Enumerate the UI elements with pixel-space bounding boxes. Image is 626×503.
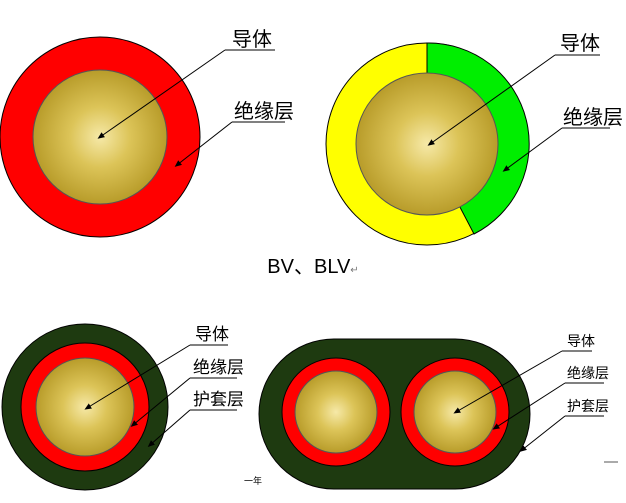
label-sheath: 护套层: [567, 399, 609, 415]
label-conductor: 导体: [560, 31, 600, 55]
pointer-insulation: [130, 377, 191, 427]
cable-bv-yellow-green: 导体 绝缘层: [325, 31, 623, 246]
label-insulation: 绝缘层: [563, 105, 623, 129]
pointer-sheath: [147, 409, 191, 447]
stray-text: 一年: [244, 475, 262, 487]
label-insulation: 绝缘层: [234, 99, 294, 123]
conductor-core: [35, 357, 135, 457]
pointer-conductor: [427, 54, 556, 146]
cable-sheathed-single: 导体 绝缘层 护套层: [1, 323, 244, 491]
conductor-core-right: [413, 370, 497, 454]
conductor-core: [355, 72, 499, 216]
pointer-insulation: [502, 127, 563, 172]
pointer-conductor: [97, 49, 226, 139]
pointer-sheath: [519, 415, 566, 452]
label-insulation: 绝缘层: [567, 366, 609, 382]
label-sheath: 护套层: [193, 390, 244, 410]
label-conductor: 导体: [195, 325, 229, 345]
pointer-insulation: [492, 382, 566, 430]
paragraph-mark: ↵: [350, 265, 359, 276]
label-conductor: 导体: [567, 334, 595, 350]
conductor-core-left: [294, 370, 378, 454]
label-insulation: 绝缘层: [193, 358, 244, 378]
caption-text: BV、BLV: [267, 256, 351, 278]
cable-sheathed-twin: 导体 绝缘层 护套层: [258, 334, 609, 490]
pointer-conductor: [453, 350, 563, 414]
label-conductor: 导体: [232, 27, 272, 51]
cable-bv-red: 导体 绝缘层: [0, 27, 294, 238]
pointer-insulation: [174, 121, 233, 167]
pointer-conductor: [84, 344, 191, 410]
caption: BV、BLV↵: [0, 250, 626, 279]
